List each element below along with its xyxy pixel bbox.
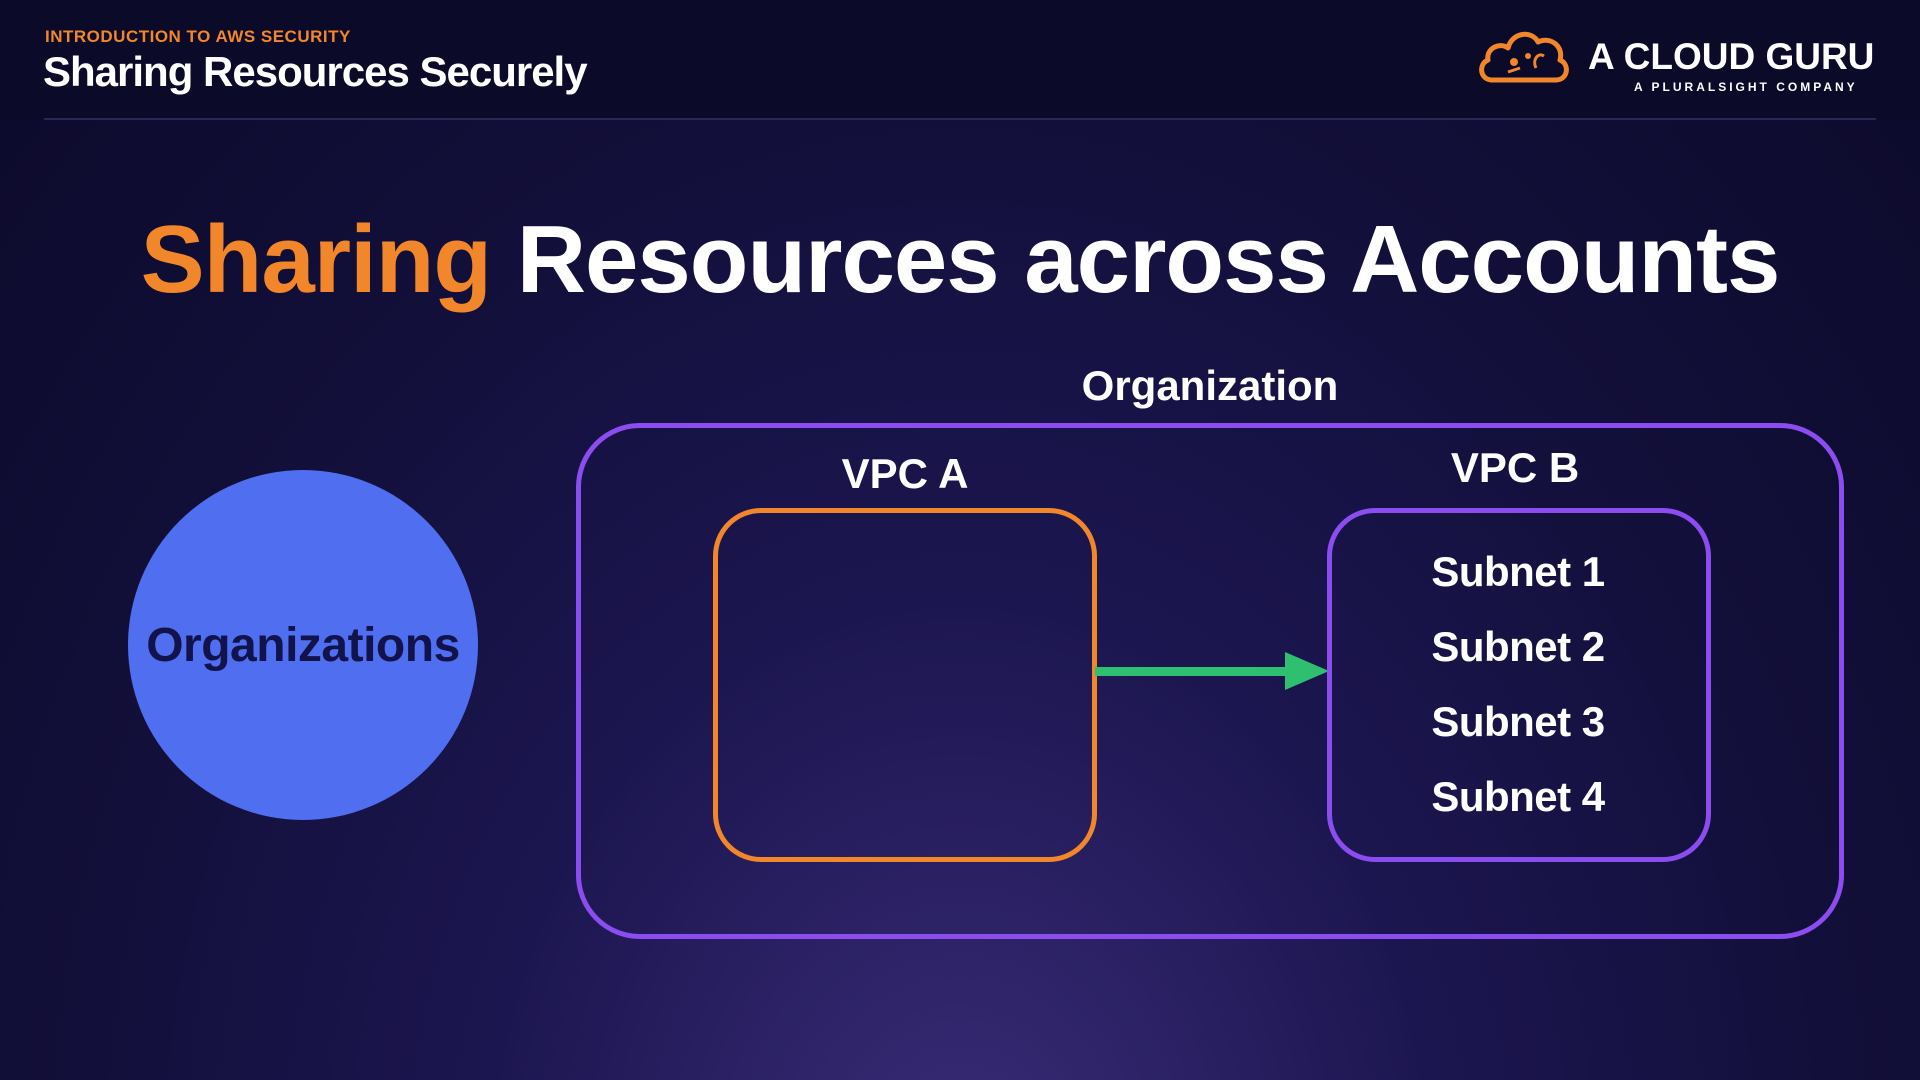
header-bar: INTRODUCTION TO AWS SECURITY Sharing Res… [0,0,1920,120]
subnet-label: Subnet 1 [1431,548,1605,595]
vpc-b-label: VPC B [1450,444,1580,491]
organization-label: Organization [1081,362,1339,409]
arrow-right-icon [1095,652,1329,690]
subnet-label: Subnet 2 [1431,623,1605,670]
organization-box [576,423,1844,939]
slide-title: Sharing Resources across Accounts [0,205,1920,315]
course-label: INTRODUCTION TO AWS SECURITY [45,27,351,46]
section-title: Sharing Resources Securely [43,48,588,95]
organizations-label: Organizations [146,618,460,672]
logo-name: A CLOUD GURU [1588,36,1875,77]
vpc-b-box [1327,508,1711,862]
subnet-label: Subnet 4 [1431,773,1605,820]
brand-logo: A CLOUD GURU A PLURALSIGHT COMPANY [1478,22,1878,102]
slide-title-accent: Sharing [140,206,492,313]
slide-title-rest: Resources across Accounts [516,206,1781,313]
vpc-a-box [713,508,1097,862]
vpc-a-label: VPC A [841,450,969,497]
logo-tagline: A PLURALSIGHT COMPANY [1634,80,1858,94]
organizations-circle: Organizations [128,470,478,820]
cloud-icon [1479,31,1569,83]
header-divider [44,118,1876,120]
subnet-label: Subnet 3 [1431,698,1605,745]
